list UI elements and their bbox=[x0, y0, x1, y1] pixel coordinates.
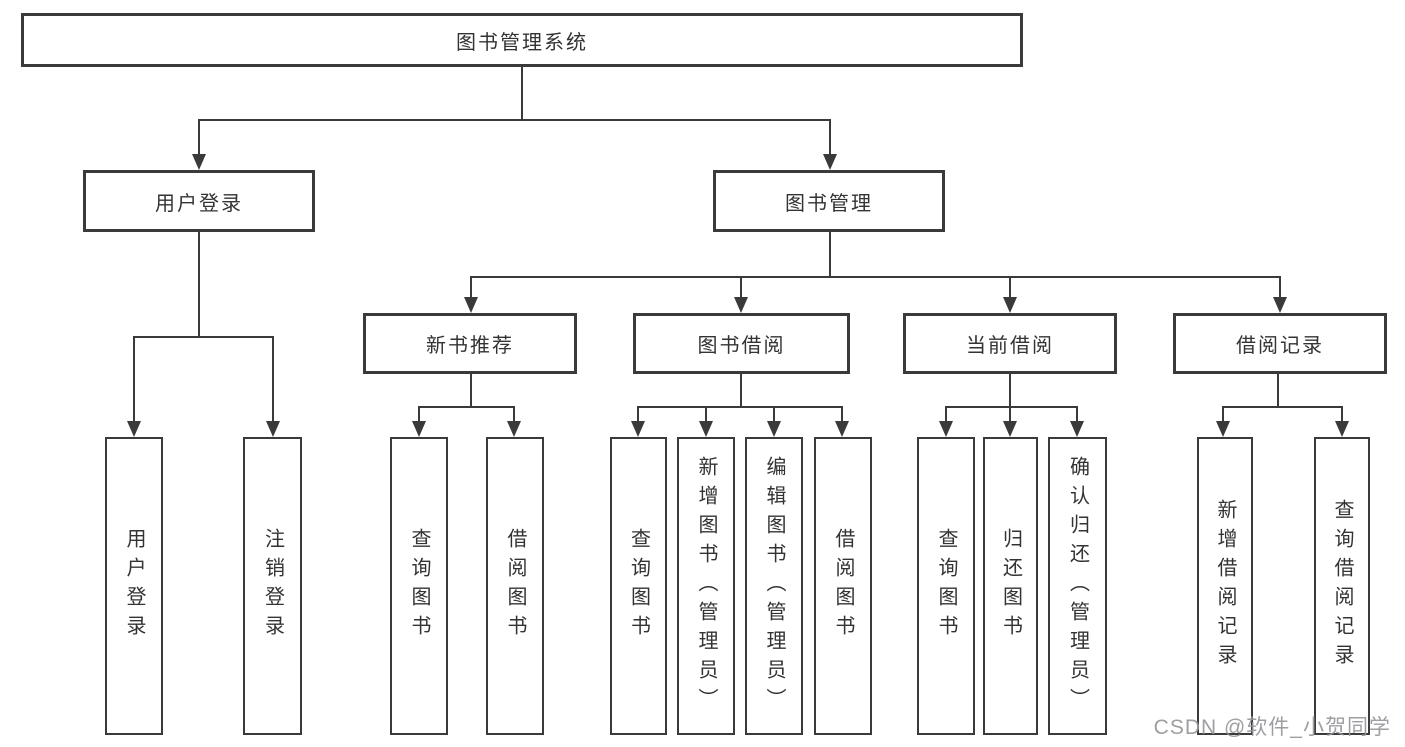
node-root-label: 图书管理系统 bbox=[456, 31, 588, 54]
leaf-user-login: 用户登录 bbox=[105, 437, 163, 735]
connector-rail bbox=[637, 406, 843, 408]
connector-book-mgmt-drop bbox=[829, 119, 831, 156]
connector-root-stem bbox=[521, 67, 523, 121]
leaf-query-books: 查询图书 bbox=[610, 437, 667, 735]
arrow-down-icon bbox=[767, 421, 781, 437]
leaf-edit-books-admin: 编辑图书（管理员） bbox=[745, 437, 803, 735]
leaf-borrow-books: 借阅图书 bbox=[814, 437, 872, 735]
connector-rail bbox=[1222, 406, 1343, 408]
arrow-down-icon bbox=[192, 154, 206, 170]
node-borrowing-records: 借阅记录 bbox=[1173, 313, 1387, 374]
arrow-down-icon bbox=[631, 421, 645, 437]
node-label: 当前借阅 bbox=[966, 335, 1054, 357]
leaf-confirm-return-admin: 确认归还（管理员） bbox=[1048, 437, 1107, 735]
connector-user-login-rail bbox=[133, 336, 274, 338]
csdn-watermark: CSDN @软件_小贺同学 bbox=[1153, 716, 1391, 739]
connector-drop bbox=[841, 406, 843, 423]
connector-drop bbox=[418, 406, 420, 423]
connector-drop bbox=[773, 406, 775, 423]
leaf-label: 查询借阅记录 bbox=[1331, 499, 1353, 673]
arrow-down-icon bbox=[734, 297, 748, 313]
leaf-label: 查询图书 bbox=[935, 528, 957, 644]
node-label: 图书管理 bbox=[785, 192, 873, 215]
connector-stem bbox=[1277, 374, 1279, 408]
connector-book-mgmt-stem bbox=[829, 232, 831, 278]
arrow-down-icon bbox=[823, 154, 837, 170]
connector-rail bbox=[945, 406, 1078, 408]
arrow-down-icon bbox=[127, 421, 141, 437]
node-root: 图书管理系统 bbox=[21, 13, 1023, 67]
connector-drop bbox=[705, 406, 707, 423]
leaf-label: 查询图书 bbox=[408, 528, 430, 644]
leaf-label: 注销登录 bbox=[261, 528, 284, 644]
node-label: 用户登录 bbox=[155, 192, 243, 215]
connector-drop bbox=[1076, 406, 1078, 423]
arrow-down-icon bbox=[464, 297, 478, 313]
leaf-label: 查询图书 bbox=[627, 528, 650, 644]
connector-drop bbox=[740, 276, 742, 299]
leaf-return-books: 归还图书 bbox=[983, 437, 1038, 735]
leaf-add-books-admin: 新增图书（管理员） bbox=[677, 437, 735, 735]
arrow-down-icon bbox=[1273, 297, 1287, 313]
leaf-label: 新增图书（管理员） bbox=[695, 455, 717, 717]
leaf-label: 确认归还（管理员） bbox=[1066, 455, 1089, 717]
node-current-borrowing: 当前借阅 bbox=[903, 313, 1117, 374]
arrow-down-icon bbox=[1003, 421, 1017, 437]
connector-rail bbox=[418, 406, 515, 408]
leaf-logout: 注销登录 bbox=[243, 437, 302, 735]
connector-drop bbox=[513, 406, 515, 423]
connector-user-login-stem bbox=[198, 232, 200, 338]
connector-user-login-drop bbox=[198, 119, 200, 156]
leaf-label: 归还图书 bbox=[999, 528, 1022, 644]
leaf-query-books: 查询图书 bbox=[917, 437, 975, 735]
arrow-down-icon bbox=[835, 421, 849, 437]
connector-drop bbox=[1341, 406, 1343, 423]
arrow-down-icon bbox=[1003, 297, 1017, 313]
leaf-label: 借阅图书 bbox=[832, 528, 854, 644]
node-label: 借阅记录 bbox=[1236, 335, 1324, 357]
arrow-down-icon bbox=[1335, 421, 1349, 437]
leaf-label: 编辑图书（管理员） bbox=[763, 455, 785, 717]
connector-drop bbox=[637, 406, 639, 423]
node-new-book-recommend: 新书推荐 bbox=[363, 313, 577, 374]
arrow-down-icon bbox=[699, 421, 713, 437]
node-book-borrowing: 图书借阅 bbox=[633, 313, 850, 374]
connector-drop bbox=[1279, 276, 1281, 299]
connector-drop bbox=[133, 336, 135, 422]
connector-drop bbox=[945, 406, 947, 423]
leaf-query-borrow-record: 查询借阅记录 bbox=[1314, 437, 1370, 735]
arrow-down-icon bbox=[939, 421, 953, 437]
node-label: 图书借阅 bbox=[697, 335, 786, 357]
connector-stem bbox=[470, 374, 472, 408]
connector-stem bbox=[740, 374, 742, 408]
connector-drop bbox=[1222, 406, 1224, 423]
leaf-label: 借阅图书 bbox=[504, 528, 526, 644]
arrow-down-icon bbox=[412, 421, 426, 437]
node-label: 新书推荐 bbox=[426, 335, 514, 357]
arrow-down-icon bbox=[266, 421, 280, 437]
connector-drop bbox=[1009, 406, 1011, 423]
arrow-down-icon bbox=[1216, 421, 1230, 437]
connector-drop bbox=[272, 336, 274, 422]
connector-level3-rail bbox=[470, 276, 1281, 278]
connector-level1-rail bbox=[198, 119, 831, 121]
node-user-login-branch: 用户登录 bbox=[83, 170, 315, 232]
connector-stem bbox=[1009, 374, 1011, 408]
arrow-down-icon bbox=[1070, 421, 1084, 437]
connector-drop bbox=[470, 276, 472, 299]
leaf-add-borrow-record: 新增借阅记录 bbox=[1197, 437, 1253, 735]
leaf-label: 新增借阅记录 bbox=[1214, 499, 1236, 673]
connector-drop bbox=[1009, 276, 1011, 299]
node-book-management-branch: 图书管理 bbox=[713, 170, 945, 232]
leaf-query-books: 查询图书 bbox=[390, 437, 448, 735]
arrow-down-icon bbox=[507, 421, 521, 437]
leaf-borrow-books: 借阅图书 bbox=[486, 437, 544, 735]
leaf-label: 用户登录 bbox=[123, 528, 145, 644]
